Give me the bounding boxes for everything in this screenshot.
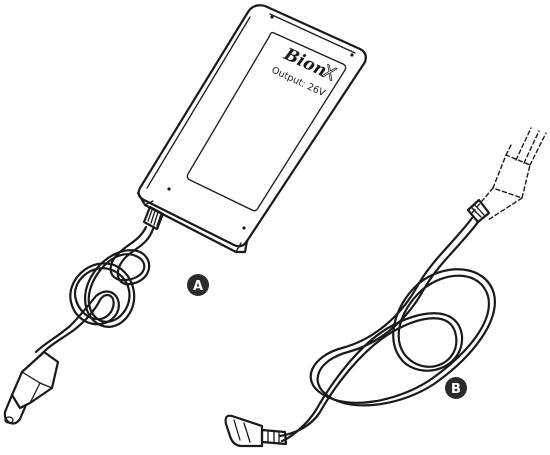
callout-label-b: B xyxy=(451,382,461,397)
cable-b-mains-lead xyxy=(226,128,546,446)
callout-badge-a: A xyxy=(187,274,209,296)
cable-a-coiled xyxy=(5,227,153,424)
charger-body xyxy=(138,5,366,252)
callout-badge-b: B xyxy=(445,377,467,399)
callout-label-a: A xyxy=(193,279,203,294)
